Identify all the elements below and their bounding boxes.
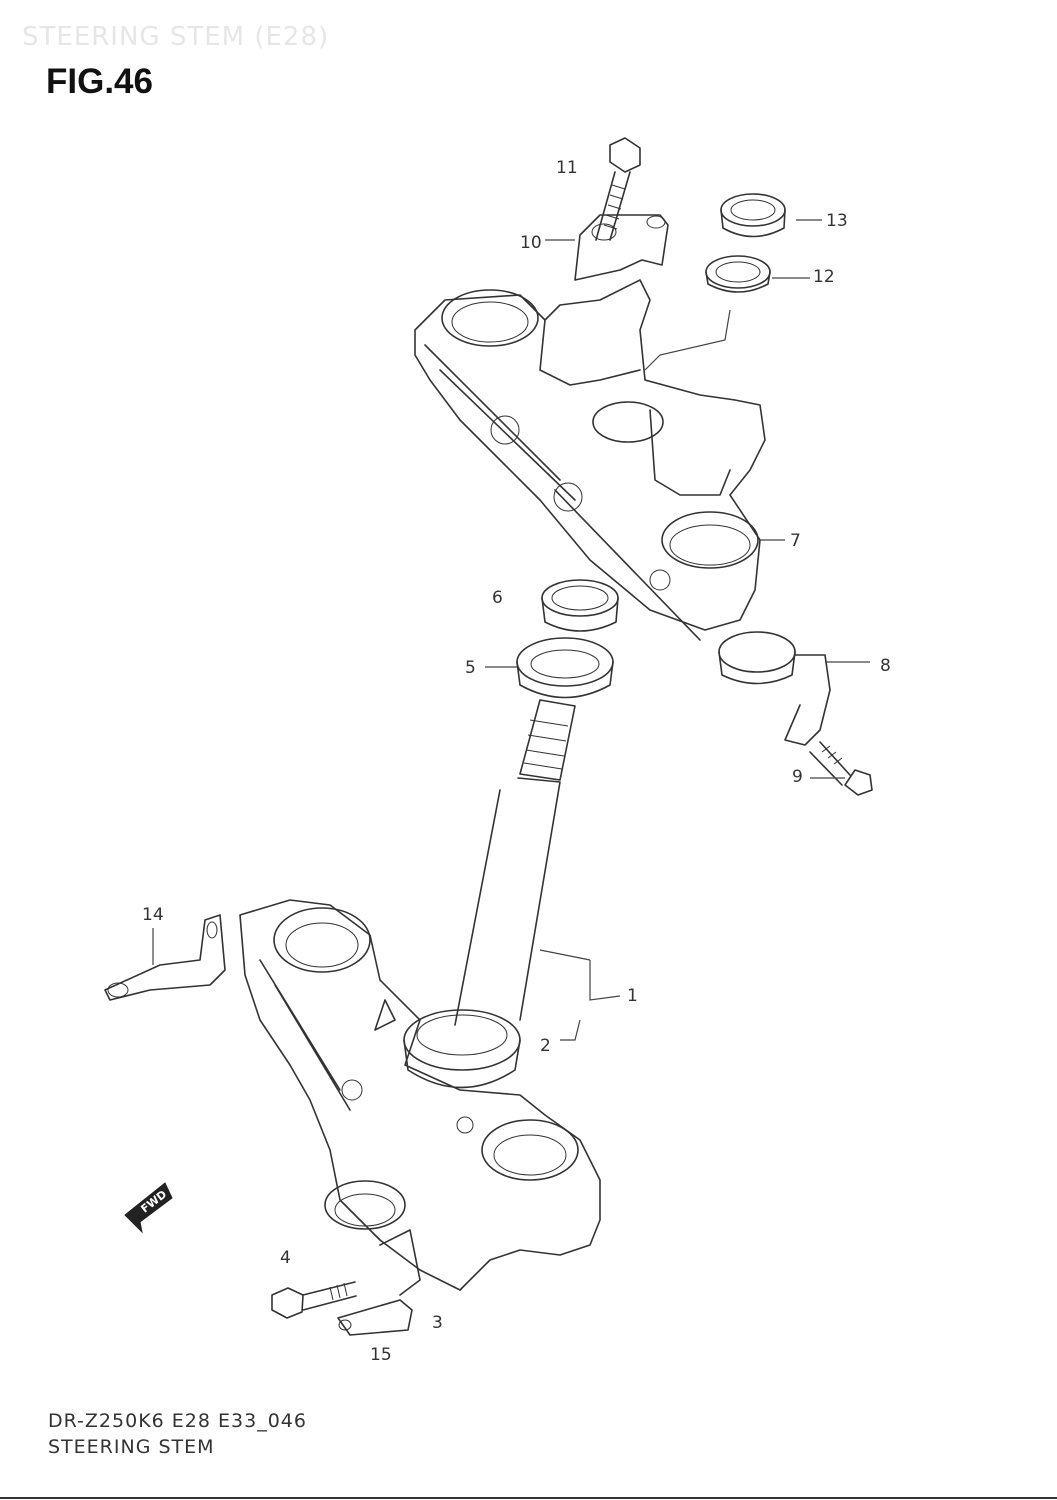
callout-6: 6: [492, 588, 503, 608]
part-4-bolt: [271, 1281, 357, 1319]
model-code: DR-Z250K6 E28 E33_046: [48, 1410, 307, 1432]
callout-2: 2: [540, 1036, 551, 1056]
callout-1: 1: [627, 986, 638, 1006]
callout-10: 10: [520, 233, 542, 253]
part-10-handlebar-holder: [574, 214, 669, 281]
diagram-title: STEERING STEM: [48, 1436, 215, 1458]
upper-bracket: [414, 279, 766, 641]
callout-13: 13: [826, 211, 848, 231]
bottom-border: [0, 1497, 1057, 1499]
callout-8: 8: [880, 656, 891, 676]
callout-9: 9: [792, 767, 803, 787]
callout-11: 11: [556, 158, 578, 178]
callout-5: 5: [465, 658, 476, 678]
callout-3: 3: [432, 1313, 443, 1333]
forward-arrow-icon: FWD: [124, 1182, 173, 1234]
section-watermark: STEERING STEM (E28): [22, 22, 330, 52]
figure-title: FIG.46: [46, 62, 153, 101]
part-11-bolt: [595, 137, 641, 241]
part-9-bolt: [809, 741, 873, 796]
part-13-nut: [720, 193, 786, 238]
part-6-nut: [541, 579, 619, 632]
part-12-washer: [705, 255, 771, 293]
callout-15: 15: [370, 1345, 392, 1365]
callout-4: 4: [280, 1248, 291, 1268]
callout-labels: 1 2 3 4 5 6 7 8 9 10 11 12 13 14 15: [142, 158, 891, 1365]
leader-lines: [152, 219, 870, 1041]
part-1-steering-stem: [403, 699, 576, 1089]
callout-7: 7: [790, 531, 801, 551]
callout-12: 12: [813, 267, 835, 287]
callout-14: 14: [142, 905, 164, 925]
part-8-bracket: [718, 631, 831, 746]
part-5-bearing: [516, 637, 614, 699]
part-3-clamp: [337, 1229, 421, 1336]
lower-bracket: [239, 899, 601, 1291]
part-14-bracket: [104, 914, 226, 1001]
